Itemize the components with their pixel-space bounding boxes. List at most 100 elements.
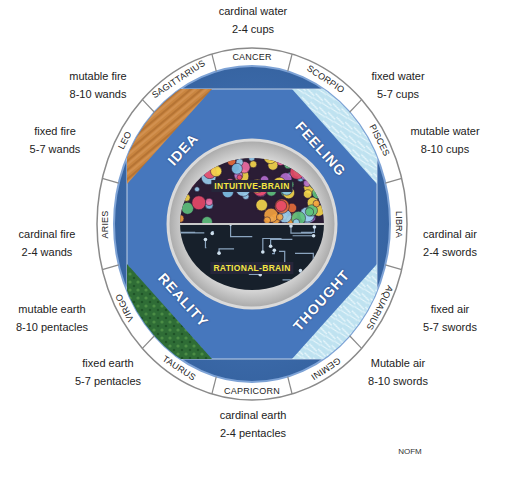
- brain-label: INTUITIVE-BRAIN: [211, 180, 292, 192]
- circuit-pad: [261, 250, 265, 254]
- flower-dot: [303, 190, 312, 199]
- quadrant-square: [127, 89, 377, 359]
- circuit-trace: [295, 253, 313, 262]
- card-range: 2-4 swords: [423, 246, 477, 259]
- flower-dot: [188, 180, 195, 187]
- ring-divider: [102, 265, 118, 270]
- flower-dot: [205, 198, 212, 205]
- flower-dot: [192, 196, 206, 210]
- flower-dot: [309, 177, 321, 189]
- flower-dot: [264, 217, 271, 224]
- flower-dot: [201, 157, 209, 165]
- flower-dot: [195, 187, 200, 192]
- card-range: 5-7 cups: [377, 88, 419, 101]
- flower-dot: [275, 199, 290, 214]
- ring-divider: [142, 100, 154, 113]
- circuit-pad: [313, 225, 317, 229]
- circuit-trace: [288, 283, 299, 286]
- ring-divider: [350, 100, 362, 113]
- element-label: fixed water: [371, 70, 424, 83]
- flower-dot: [317, 179, 329, 191]
- circuit-trace: [231, 224, 253, 237]
- card-range: 2-4 cups: [232, 23, 274, 36]
- flower-dot: [313, 200, 320, 207]
- flower-dot: [202, 217, 213, 228]
- brain-label: RATIONAL-BRAIN: [210, 262, 293, 274]
- zodiac-sign: ARIES: [101, 210, 110, 238]
- circuit-trace: [293, 235, 314, 236]
- flower-dot: [303, 179, 310, 186]
- ring-divider: [385, 178, 401, 183]
- flower-dot: [264, 151, 277, 164]
- flower-dot: [290, 165, 304, 179]
- element-label: fixed air: [431, 303, 470, 316]
- flower-dot: [176, 215, 184, 223]
- zodiac-sign: CAPRICORN: [224, 387, 280, 396]
- blue-disc: [114, 66, 390, 382]
- ring-divider: [385, 265, 401, 270]
- brain-circle: INTUITIVE-BRAIN RATIONAL-BRAIN: [168, 140, 336, 308]
- brain-circle: [168, 140, 336, 308]
- ring-divider: [102, 178, 118, 183]
- card-range: 5-7 wands: [30, 143, 81, 156]
- card-range: 8-10 swords: [368, 375, 428, 388]
- flower-dot: [284, 161, 292, 169]
- card-range: 8-10 pentacles: [16, 321, 88, 334]
- circuit-pad: [312, 234, 316, 238]
- circuit-trace: [301, 227, 314, 232]
- flower-dot: [250, 161, 257, 168]
- element-label: mutable earth: [18, 303, 85, 316]
- card-range: 2-4 pentacles: [220, 427, 286, 440]
- flower-dot: [302, 160, 310, 168]
- rational-brain-half: [180, 224, 324, 290]
- card-range: 5-7 pentacles: [75, 375, 141, 388]
- circuit-pad: [273, 249, 277, 253]
- element-label: mutable water: [410, 125, 479, 138]
- element-label: mutable fire: [69, 70, 126, 83]
- ring-divider: [288, 377, 292, 394]
- ring-divider: [288, 54, 292, 71]
- element-label: cardinal earth: [220, 409, 287, 422]
- flower-dot: [305, 208, 313, 216]
- element-label: cardinal air: [423, 228, 477, 241]
- flower-dot: [284, 154, 292, 162]
- element-label: Mutable air: [371, 357, 425, 370]
- flower-dot: [307, 155, 316, 164]
- element-label: cardinal fire: [19, 228, 76, 241]
- watermark: NOFM: [398, 447, 422, 456]
- circuit-trace: [219, 249, 234, 253]
- circuit-pad: [297, 284, 301, 288]
- flower-dot: [303, 168, 312, 177]
- flower-dot: [276, 200, 287, 211]
- circuit-trace: [179, 233, 204, 243]
- zodiac-ring: [97, 48, 407, 400]
- circuit-pad: [269, 244, 273, 248]
- brain-midline: [180, 223, 324, 225]
- circuit-trace: [310, 271, 333, 278]
- flower-dot: [249, 155, 255, 161]
- circuit-pad: [210, 232, 214, 236]
- flower-dot: [211, 166, 222, 177]
- zodiac-sign: LIBRA: [394, 210, 403, 237]
- ring-divider: [350, 336, 362, 349]
- flower-dot: [312, 188, 323, 199]
- flower-dot: [183, 194, 190, 201]
- flower-dot: [276, 214, 283, 221]
- element-label: fixed earth: [82, 357, 133, 370]
- element-label: fixed fire: [34, 125, 76, 138]
- flower-dot: [231, 163, 242, 174]
- circuit-pad: [178, 241, 182, 245]
- ring-divider: [212, 54, 216, 71]
- circuit-pad: [311, 260, 315, 264]
- flower-dot: [300, 168, 312, 180]
- zodiac-sign: CANCER: [232, 53, 271, 62]
- flower-dot: [256, 199, 268, 211]
- circuit-trace: [271, 239, 293, 246]
- circuit-pad: [204, 238, 208, 242]
- ring-divider: [212, 377, 216, 394]
- card-range: 8-10 wands: [70, 88, 127, 101]
- circuit-pad: [299, 269, 303, 273]
- circuit-pad: [217, 251, 221, 255]
- card-range: 2-4 wands: [22, 246, 73, 259]
